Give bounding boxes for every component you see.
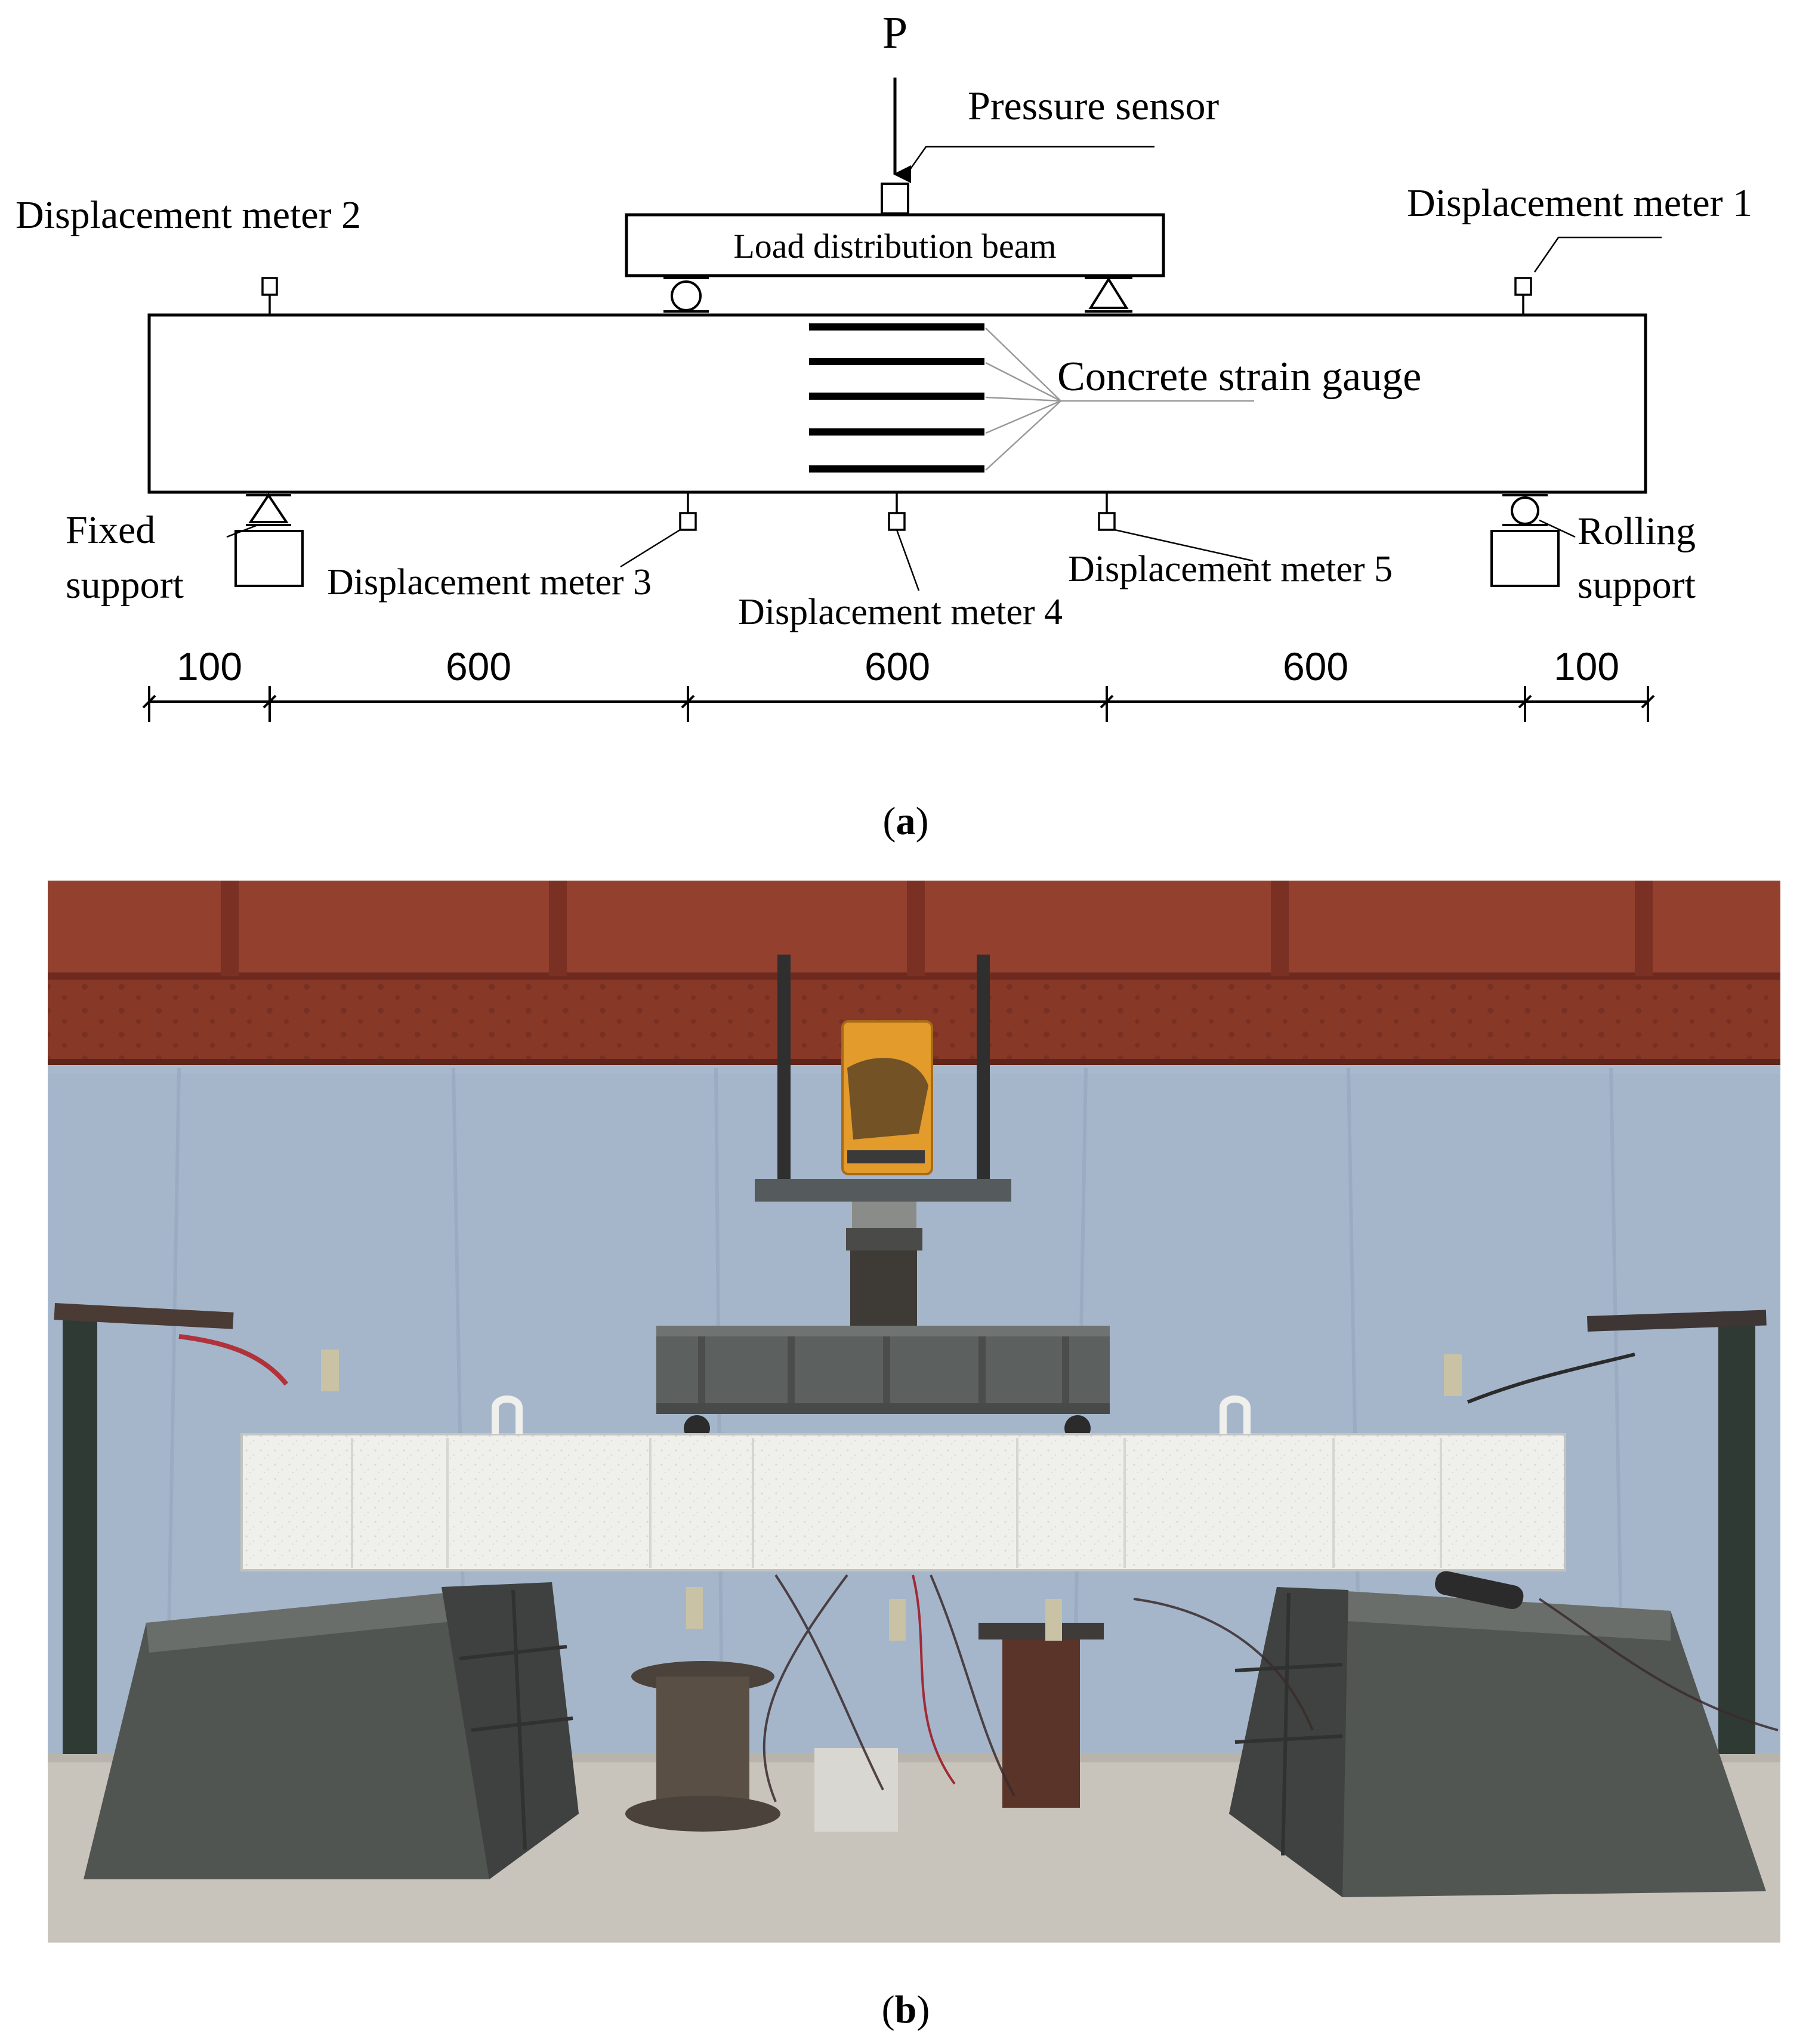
caption-b: (b) (882, 1988, 930, 2031)
displacement-meter-3 (679, 512, 697, 531)
displacement-meter-5-label: Displacement meter 5 (1068, 549, 1393, 589)
strain-gauge-leaders (985, 328, 1254, 471)
concrete-strain-gauges (809, 323, 984, 473)
displacement-meter-5 (1098, 512, 1116, 531)
photo-load-beam (656, 1326, 1110, 1441)
displacement-meter-4-leader (896, 529, 920, 591)
displacement-meter-1-label: Displacement meter 1 (1407, 181, 1752, 225)
displacement-meter-4-label: Displacement meter 4 (738, 592, 1063, 632)
load-beam-pin-support (1085, 277, 1132, 313)
schematic-diagram: P Pressure sensor Load distribution beam (16, 8, 1752, 722)
dimension-3: 600 (865, 644, 930, 688)
caption-a: (a) (883, 799, 929, 843)
pressure-sensor (881, 183, 909, 215)
load-beam-roller-support (663, 277, 709, 313)
load-beam-label: Load distribution beam (733, 227, 1056, 265)
test-setup-photo (48, 881, 1780, 1943)
dimension-5: 100 (1554, 644, 1619, 688)
hydraulic-jack (755, 1020, 1011, 1326)
displacement-meter-2 (261, 277, 278, 296)
photo-bottom-gauge-stands (625, 1587, 1104, 1832)
dimension-1: 100 (177, 644, 242, 688)
photo-concrete-beam (240, 1395, 1566, 1571)
displacement-meter-3-leader (620, 529, 681, 568)
rolling-support (1490, 494, 1576, 587)
displacement-meter-2-label: Displacement meter 2 (16, 193, 361, 237)
pressure-sensor-label: Pressure sensor (968, 83, 1220, 128)
load-symbol: P (882, 8, 907, 58)
fixed-support-label-line2: support (66, 563, 184, 607)
displacement-meter-1-leader (1533, 236, 1662, 273)
fixed-support-label-line1: Fixed (66, 508, 155, 552)
dimension-line (142, 686, 1655, 722)
displacement-meter-3-label: Displacement meter 3 (327, 562, 652, 603)
photo-rolling-support-pedestal (1229, 1571, 1766, 1897)
strain-gauge-label: Concrete strain gauge (1057, 354, 1421, 400)
load-distribution-beam (625, 213, 1165, 277)
displacement-meter-1 (1514, 277, 1532, 296)
dimension-2: 600 (446, 644, 511, 688)
displacement-meter-5-leader (1114, 529, 1254, 562)
photo-fixed-support-pedestal (84, 1582, 579, 1879)
displacement-meter-4 (888, 512, 906, 531)
pressure-sensor-leader (902, 146, 1155, 180)
dimension-4: 600 (1283, 644, 1348, 688)
rolling-support-label-line1: Rolling (1578, 510, 1696, 553)
rolling-support-label-line2: support (1578, 563, 1696, 607)
fixed-support (226, 493, 304, 587)
